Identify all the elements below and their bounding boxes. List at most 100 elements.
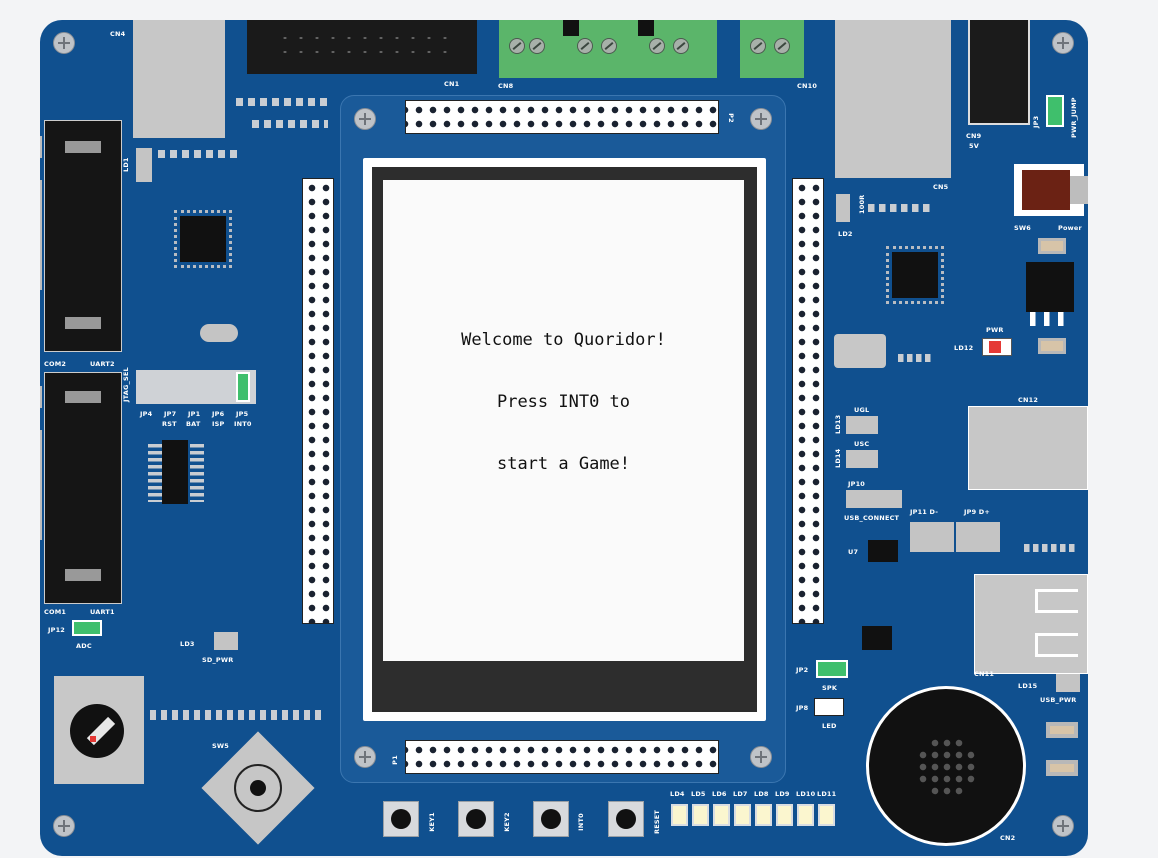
led-label: LD9	[775, 790, 790, 798]
usb-connect-jumper[interactable]	[846, 490, 902, 508]
jp8-label: JP8	[796, 704, 809, 712]
com1-connector	[44, 372, 122, 604]
cn9-label: CN9	[966, 132, 982, 140]
pwr-led	[982, 338, 1012, 356]
lcd-line-2: Press INT0 to	[496, 392, 631, 412]
led-label: LD8	[754, 790, 769, 798]
cn12-label: CN12	[1018, 396, 1039, 404]
cn5-label: CN5	[933, 183, 949, 191]
led-label: LD4	[670, 790, 685, 798]
jp10-label: JP10	[848, 480, 866, 488]
int0-label: INT0	[576, 813, 585, 831]
cn5-connector	[835, 20, 951, 178]
cn10-label: CN10	[797, 82, 818, 90]
left-pin-header	[302, 178, 334, 624]
u7-label: U7	[848, 548, 859, 556]
led-indicator	[713, 804, 730, 826]
p1-label: P1	[390, 755, 399, 765]
led-label: LD5	[691, 790, 706, 798]
key2-label: KEY2	[502, 812, 511, 832]
led-label: LD7	[733, 790, 748, 798]
jp3-label: JP3	[1032, 115, 1040, 128]
usb-controller-chip	[892, 252, 938, 298]
led-jumper[interactable]	[814, 698, 844, 716]
speaker	[866, 686, 1026, 846]
cn9-connector	[968, 20, 1030, 125]
led-indicator	[692, 804, 709, 826]
ld13-label: LD13	[834, 414, 842, 434]
cn1-header	[247, 20, 477, 74]
cn11-connector	[974, 574, 1088, 674]
int0-button[interactable]	[533, 801, 569, 837]
cn8-label: CN8	[498, 82, 514, 90]
jp1-label: JP1	[188, 410, 201, 418]
screw-icon	[750, 746, 772, 768]
power-switch[interactable]	[1014, 164, 1088, 216]
led-indicator	[734, 804, 751, 826]
cn8-terminal	[499, 20, 717, 78]
key2-button[interactable]	[458, 801, 494, 837]
jp4-label: JP4	[140, 410, 153, 418]
key1-button[interactable]	[383, 801, 419, 837]
sd-pwr-label: SD_PWR	[202, 656, 234, 664]
right-pin-header	[792, 178, 824, 624]
regulator-chip	[1026, 262, 1074, 312]
mcu-chip	[180, 216, 226, 262]
ugl-label: UGL	[854, 406, 870, 414]
screw-icon	[53, 815, 75, 837]
com2-label: COM2	[44, 360, 67, 368]
ld14-label: LD14	[834, 448, 842, 468]
pwr-jumper[interactable]	[1046, 95, 1064, 127]
cn1-label: CN1	[444, 80, 460, 88]
cn4-label: CN4	[110, 30, 126, 38]
isp-label: ISP	[212, 420, 225, 428]
p2-label: P2	[726, 113, 735, 123]
lcd-line-1: Welcome to Quoridor!	[461, 330, 666, 350]
soic-chip	[162, 440, 188, 504]
cn11-label: CN11	[974, 670, 995, 678]
led-indicator	[797, 804, 814, 826]
screw-icon	[750, 108, 772, 130]
jtag-sel-label: JTAG_SEL	[122, 367, 130, 402]
screw-icon	[1052, 815, 1074, 837]
screw-icon	[354, 108, 376, 130]
adc-potentiometer[interactable]	[54, 676, 144, 784]
cn4-connector	[133, 20, 225, 138]
adc-jumper[interactable]	[72, 620, 102, 636]
jp7-label: JP7	[164, 410, 177, 418]
jp12-label: JP12	[48, 626, 66, 634]
reset-button[interactable]	[608, 801, 644, 837]
ld12-label: LD12	[954, 344, 974, 352]
uart2-label: UART2	[90, 360, 115, 368]
p1-header	[405, 740, 719, 774]
jp9-label: JP9 D+	[964, 508, 991, 516]
crystal	[200, 324, 238, 342]
screw-icon	[354, 746, 376, 768]
ld3-label: LD3	[180, 640, 195, 648]
led-indicator	[776, 804, 793, 826]
lcd-line-3: start a Game!	[496, 454, 631, 474]
led-indicator	[755, 804, 772, 826]
rst-label: RST	[162, 420, 177, 428]
com1-label: COM1	[44, 608, 67, 616]
spk-jumper[interactable]	[816, 660, 848, 678]
power-label: Power	[1058, 224, 1082, 232]
screw-icon	[53, 32, 75, 54]
screw-icon	[1052, 32, 1074, 54]
ld1-label: LD1	[122, 157, 130, 172]
com2-connector	[44, 120, 122, 352]
cn10-terminal	[740, 20, 804, 78]
jp11-label: JP11 D-	[910, 508, 939, 516]
p2-header	[405, 100, 719, 134]
led-label: LD6	[712, 790, 727, 798]
ld2-label: LD2	[838, 230, 853, 238]
dev-board: CN4 CN1 CN8 CN10 CN5 CN9 5V JP3 PWR_JUMP…	[40, 20, 1088, 856]
sw6-label: SW6	[1014, 224, 1031, 232]
cn2-label: CN2	[1000, 834, 1016, 842]
adc-label: ADC	[76, 642, 92, 650]
5v-label: 5V	[969, 142, 979, 150]
pwr-label: PWR	[986, 326, 1004, 334]
jp2-label: JP2	[796, 666, 809, 674]
int0-jumper[interactable]	[236, 372, 250, 402]
led-label: LED	[822, 722, 837, 730]
